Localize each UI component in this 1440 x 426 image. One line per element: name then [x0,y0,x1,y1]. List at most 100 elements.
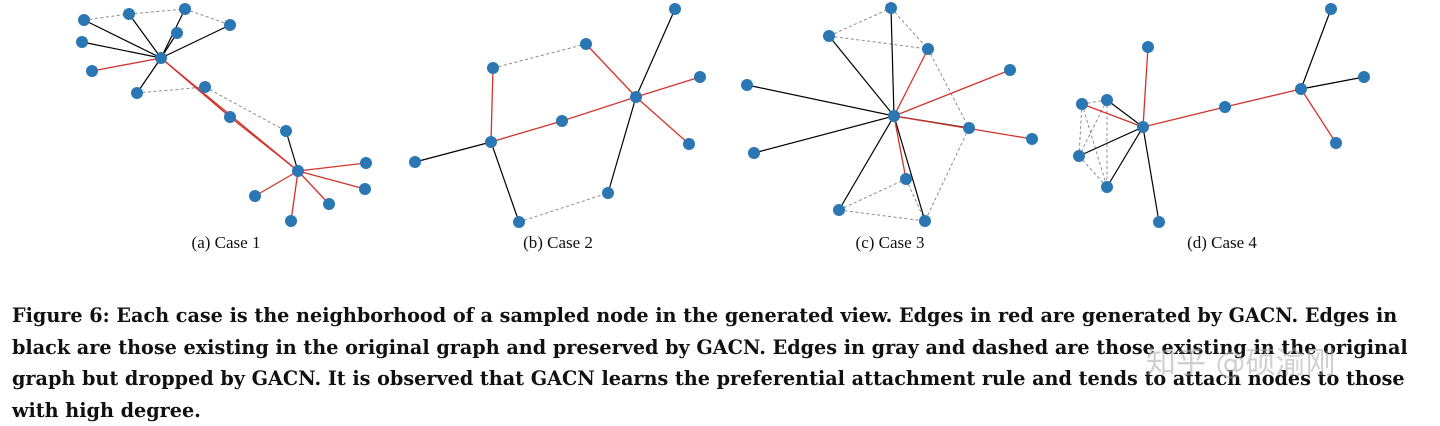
preserved-edge [753,115,895,154]
generated-edge [290,170,299,222]
graph-node [885,2,897,14]
graph-node [900,173,912,185]
dropped-edge [1078,155,1108,188]
graph-node [580,38,592,50]
graph-node [409,156,421,168]
graph-node [1137,121,1149,133]
preserved-edge [893,115,926,222]
graph-case-3 [741,2,1038,227]
preserved-edge [635,8,676,98]
graph-node [86,65,98,77]
graph-node [76,36,88,48]
graph-node [683,138,695,150]
preserved-edge [838,115,895,211]
preserved-edge [1106,126,1144,188]
dropped-edge [1078,99,1108,157]
dropped-edge [905,178,926,222]
preserved-edge [414,141,492,163]
dropped-edge [136,86,206,94]
graph-node [1026,133,1038,145]
graph-node [741,79,753,91]
dropped-edge [184,8,231,26]
graph-node [224,19,236,31]
graph-node [78,14,90,26]
generated-edge [490,67,494,143]
generated-edge [893,48,929,117]
graph-node [224,111,236,123]
preserved-edge [160,24,231,59]
dropped-edge [1081,103,1108,188]
graph-node [1142,41,1154,53]
graph-node [292,165,304,177]
graph-node [1330,137,1342,149]
graph-node [694,71,706,83]
graph-node [963,122,975,134]
network-graphs [76,2,1370,228]
figure-6-panels: (a) Case 1 (b) Case 2 (c) Case 3 (d) Cas… [76,2,1370,252]
generated-edge [297,162,367,172]
graph-node [1004,64,1016,76]
graph-node [1358,71,1370,83]
subcaption-case-3: (c) Case 3 [855,233,925,252]
graph-node [1153,216,1165,228]
graph-node [155,52,167,64]
graph-node [485,136,497,148]
dropped-edge [1078,103,1083,157]
preserved-edge [83,19,162,59]
preserved-edge [136,57,162,94]
graph-node [833,204,845,216]
graph-node [280,125,292,137]
generated-edge [1224,88,1302,108]
graph-node [748,147,760,159]
graph-node [1219,101,1231,113]
graph-node [630,91,642,103]
figure-caption: Figure 6: Each case is the neighborhood … [12,304,1408,422]
generated-edge [893,115,1033,140]
preserved-edge [828,35,895,117]
generated-edge [561,96,637,122]
graph-node [1073,150,1085,162]
generated-edge [635,76,701,98]
dropped-edge [128,8,186,15]
generated-edge [1142,106,1226,128]
dropped-edge [83,13,130,21]
graph-node [1295,83,1307,95]
dropped-edge [838,178,907,211]
subcaption-case-2: (b) Case 2 [523,233,593,252]
preserved-edge [1300,8,1332,90]
dropped-edge [828,7,892,37]
generated-edge [297,170,330,205]
graph-node [285,215,297,227]
preserved-edge [1300,76,1365,90]
generated-edge [893,115,907,180]
graph-node [131,87,143,99]
graph-case-2 [409,3,706,228]
graph-node [487,62,499,74]
dropped-edge [838,209,926,222]
graph-node [1076,98,1088,110]
generated-edge [585,43,637,98]
preserved-edge [81,41,162,59]
generated-edge [91,57,162,72]
graph-node [360,157,372,169]
preserved-edge [490,141,520,223]
graph-node [1325,3,1337,15]
graph-node [919,215,931,227]
graph-node [669,3,681,15]
generated-edge [1300,88,1337,144]
graph-node [323,198,335,210]
dropped-edge [927,48,970,129]
graph-node [179,3,191,15]
graph-node [922,43,934,55]
preserved-edge [890,7,895,117]
graph-node [359,183,371,195]
generated-edge [635,96,690,145]
graph-node [513,216,525,228]
dropped-edge [828,35,929,50]
preserved-edge [746,84,895,117]
generated-edge [893,69,1011,117]
preserved-edge [607,96,637,194]
graph-node [602,187,614,199]
preserved-edge [128,13,162,59]
subcaption-case-4: (d) Case 4 [1187,233,1257,252]
